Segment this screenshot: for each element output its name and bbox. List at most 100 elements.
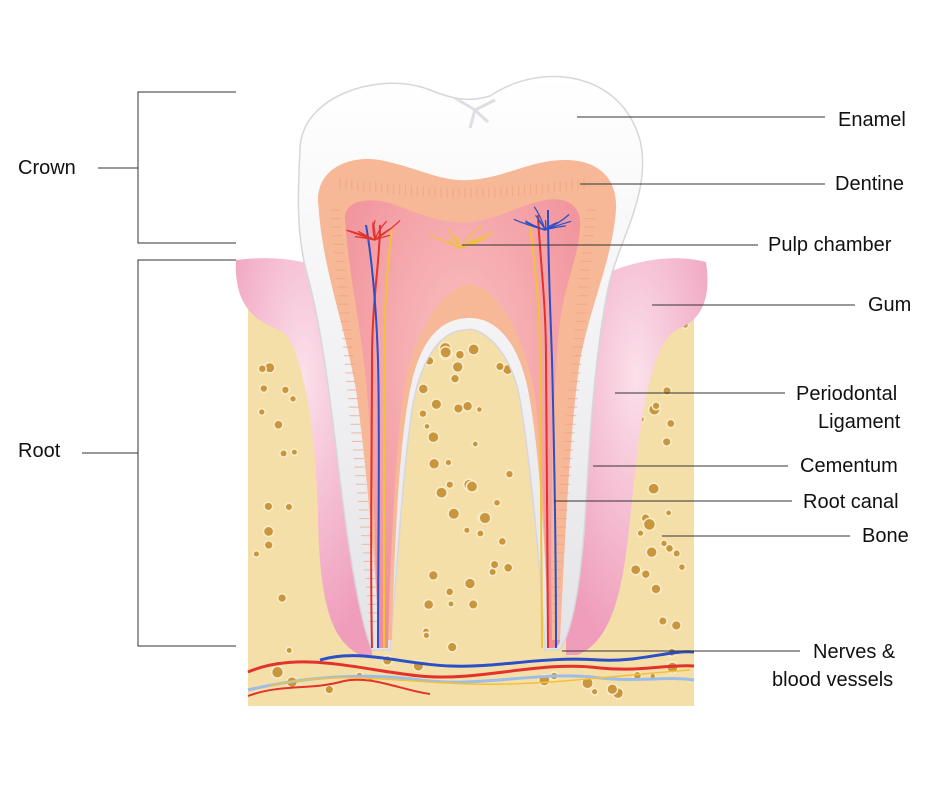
bone-pore [257,407,266,417]
pulp-vessels [365,209,557,649]
bone-pore [478,511,492,525]
bone-pore [462,526,471,535]
bone-pore [427,430,440,444]
bone-pore [661,385,673,396]
label-enamel: Enamel [838,109,906,131]
bone-pore [467,343,481,356]
gum-right [566,258,708,655]
bone-pore [427,457,441,470]
bone-pore [664,543,675,554]
bone-pore [290,448,299,457]
bone-pore [497,536,508,547]
bone-pore [324,684,335,695]
dentine-texture [330,178,596,622]
bone-pore [257,363,268,374]
bone-pore [418,408,428,419]
bone-pore [661,436,672,447]
bone-pore [475,405,484,414]
bone-pore [664,509,673,517]
bone-pore [451,360,464,374]
bone-pore [422,631,431,640]
pulp-vessel-branch [374,228,391,241]
pulp-vessel-branch [428,234,461,249]
bone-pore [435,486,448,500]
bone-pore [647,482,660,496]
bone-pore [492,498,502,507]
bone-pore [285,646,294,655]
bone-pore [454,349,466,360]
label-bone: Bone [862,525,909,547]
enamel-fissure [454,96,496,129]
bone-pore [273,419,284,431]
bone-pore [640,569,651,580]
bone-pore [270,665,285,679]
bone-pore [452,402,464,415]
bone-pore [288,394,298,404]
pulp-vessel-branch [459,225,483,249]
bone-pore [417,383,430,395]
pulp-vessel-branches [346,206,572,249]
bone-pore [447,507,461,521]
bone-pores [252,314,690,700]
bone-pore [677,562,687,572]
pulp-vessel-branch [535,215,546,231]
label-dentine: Dentine [835,173,904,195]
bone-pore [672,549,682,558]
bone-pore [590,687,599,696]
bone-pore [494,361,505,372]
label-root: Root [18,440,61,462]
bone-pore [263,540,274,551]
pulp-vessel-branch [544,221,558,231]
pulp-vessel-branch [372,221,376,241]
crown-bracket [137,91,236,244]
bone-pore [645,546,658,559]
bone-pore [263,501,274,512]
bone-pore [427,569,439,582]
bone-pore [502,562,514,574]
bone-pore [467,599,479,610]
bone-pore [444,458,453,467]
bone-pore [276,592,288,604]
label-periodontal-line2: Ligament [818,411,901,433]
bone-pore [284,502,294,512]
bone-pore [650,583,662,595]
pulp-chamber [345,199,581,649]
bone-pore [259,383,269,394]
bone-pore [423,422,431,431]
bone-pore [651,401,661,411]
bone-pore [279,448,289,458]
bone-pore [463,577,477,590]
bone-pore [665,418,676,429]
label-cementum: Cementum [800,455,898,477]
bone-pore [636,529,645,538]
base-vessels [247,650,695,697]
bone-pore [445,480,455,490]
bone-pore [446,641,458,653]
label-nerves-line1: Nerves & [813,641,896,663]
root-bracket [137,259,236,647]
bone-pore [252,549,261,559]
bone-pore [657,616,668,626]
pulp-vessel-branch [544,225,566,231]
bone-pore [606,683,619,696]
pulp-vessel-branch [453,234,461,249]
label-gum: Gum [868,294,912,316]
bone-pore [489,559,500,570]
bone-pore [642,517,657,532]
bone-pore [447,599,455,608]
label-nerves-line2: blood vessels [772,669,894,691]
bone-pore [476,529,485,538]
label-root-canal: Root canal [803,491,899,513]
pulp-vessel-branch [530,223,546,231]
bone-pore [670,619,682,631]
label-crown: Crown [18,157,76,179]
pulp-vessel-branch [354,236,376,241]
bone-pore [430,398,443,411]
bone-pore [461,400,474,412]
bone-pore [439,345,453,359]
bone-pore [422,598,435,611]
bone-pore [262,525,275,538]
label-periodontal-line1: Periodontal [796,383,898,405]
